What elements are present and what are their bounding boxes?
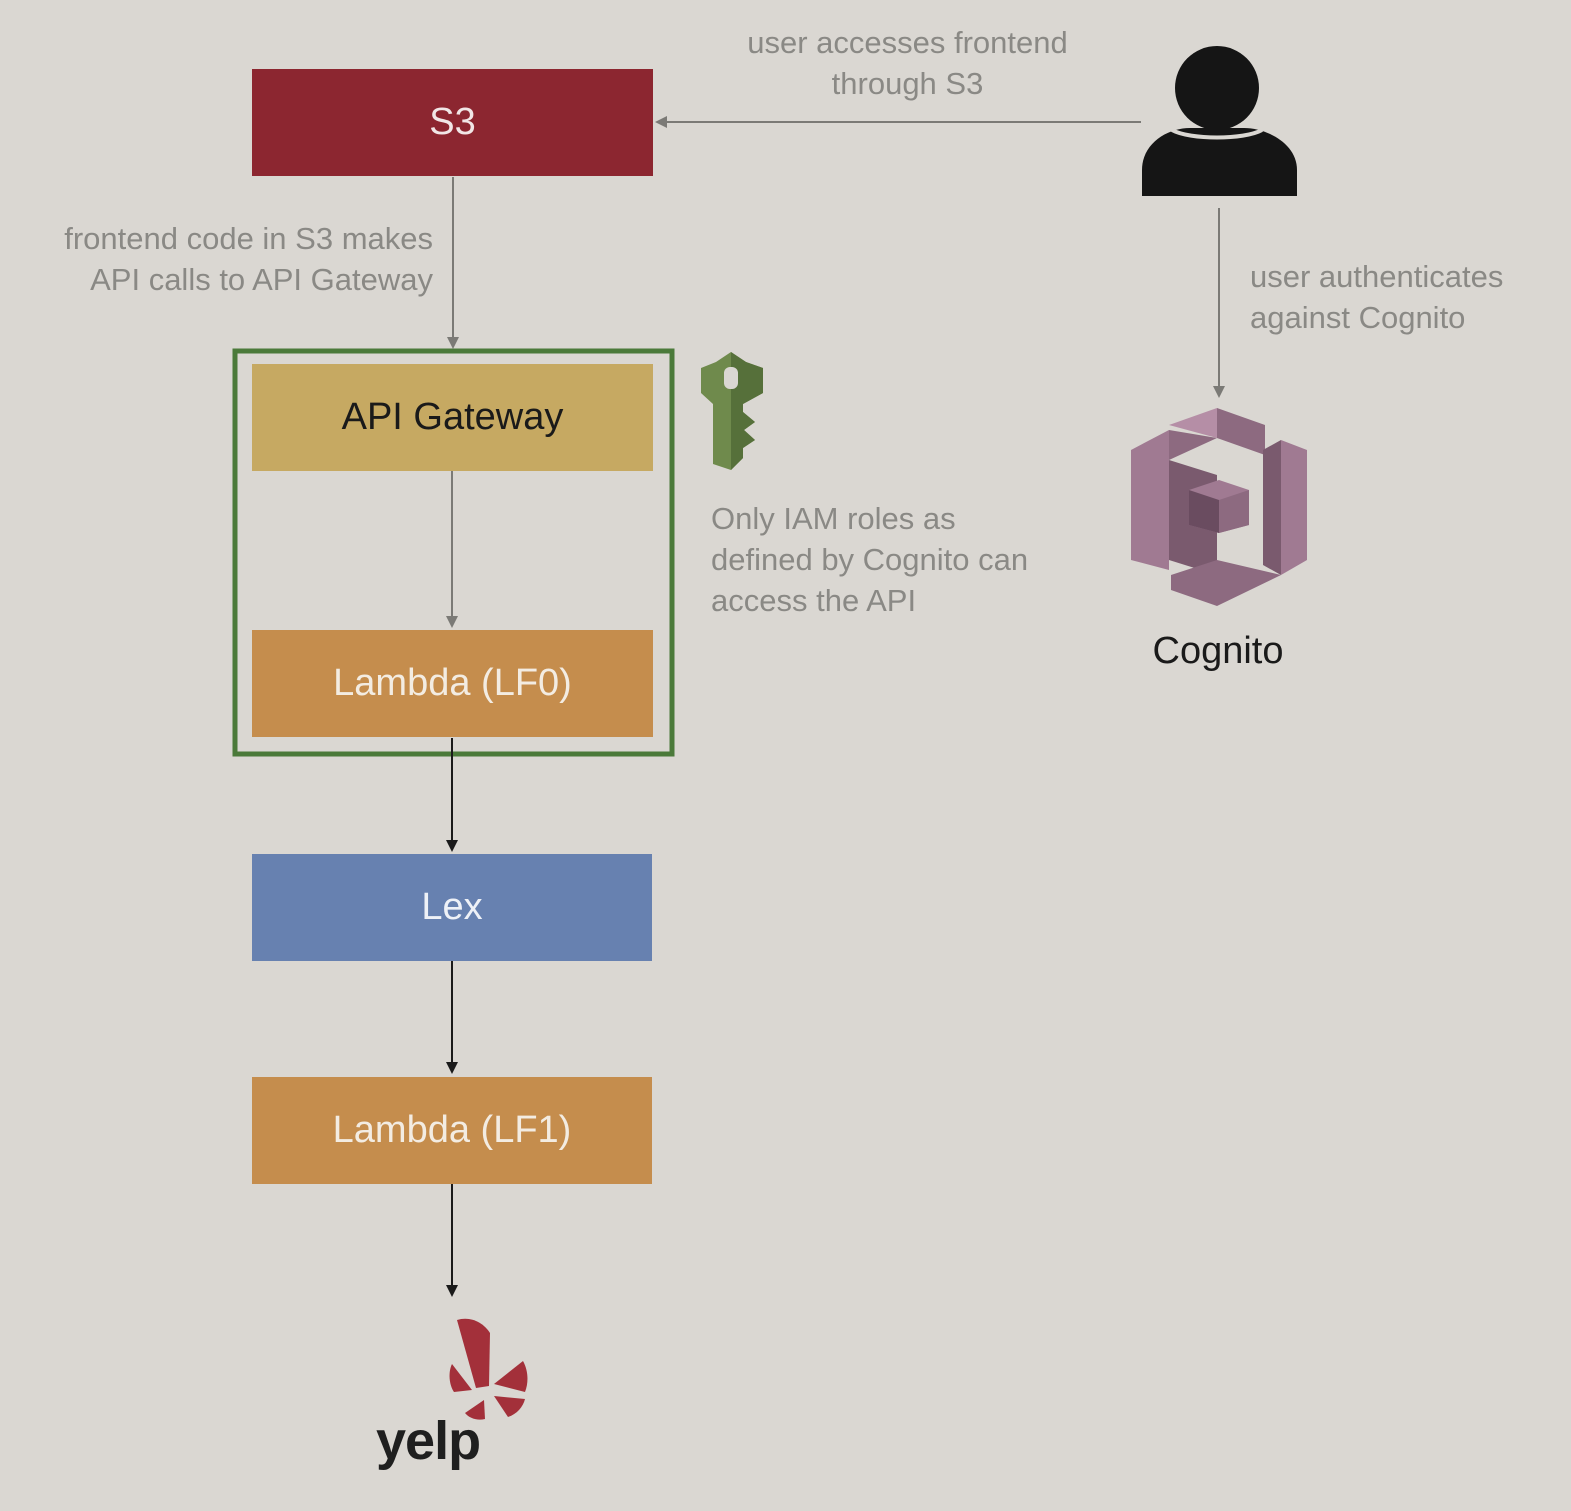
- lambda-lf1-label: Lambda (LF1): [332, 1109, 572, 1151]
- key-icon: [701, 352, 763, 470]
- s3-node: S3: [252, 69, 653, 176]
- lex-label: Lex: [421, 886, 483, 928]
- annotation-s3-to-api: frontend code in S3 makes API calls to A…: [64, 221, 433, 297]
- lambda-lf1-node: Lambda (LF1): [252, 1077, 652, 1184]
- cognito-label: Cognito: [1152, 630, 1284, 672]
- api-gateway-label: API Gateway: [341, 396, 564, 438]
- annotation-iam-note: Only IAM roles as defined by Cognito can…: [711, 501, 1029, 618]
- yelp-burst-icon: [449, 1318, 528, 1420]
- cognito-icon: [1131, 408, 1307, 606]
- annotation-user-to-cognito: user authenticates against Cognito: [1250, 259, 1504, 335]
- annotation-user-to-s3: user accesses frontend through S3: [747, 25, 1068, 101]
- api-lambda-group-border: [232, 348, 675, 757]
- lambda-lf0-label: Lambda (LF0): [333, 662, 572, 704]
- api-gateway-node: API Gateway: [252, 364, 653, 471]
- yelp-wordmark: yelp: [376, 1411, 481, 1471]
- user-icon: [1142, 46, 1297, 196]
- lex-node: Lex: [252, 854, 652, 961]
- lambda-lf0-node: Lambda (LF0): [252, 630, 653, 737]
- s3-label: S3: [429, 101, 476, 143]
